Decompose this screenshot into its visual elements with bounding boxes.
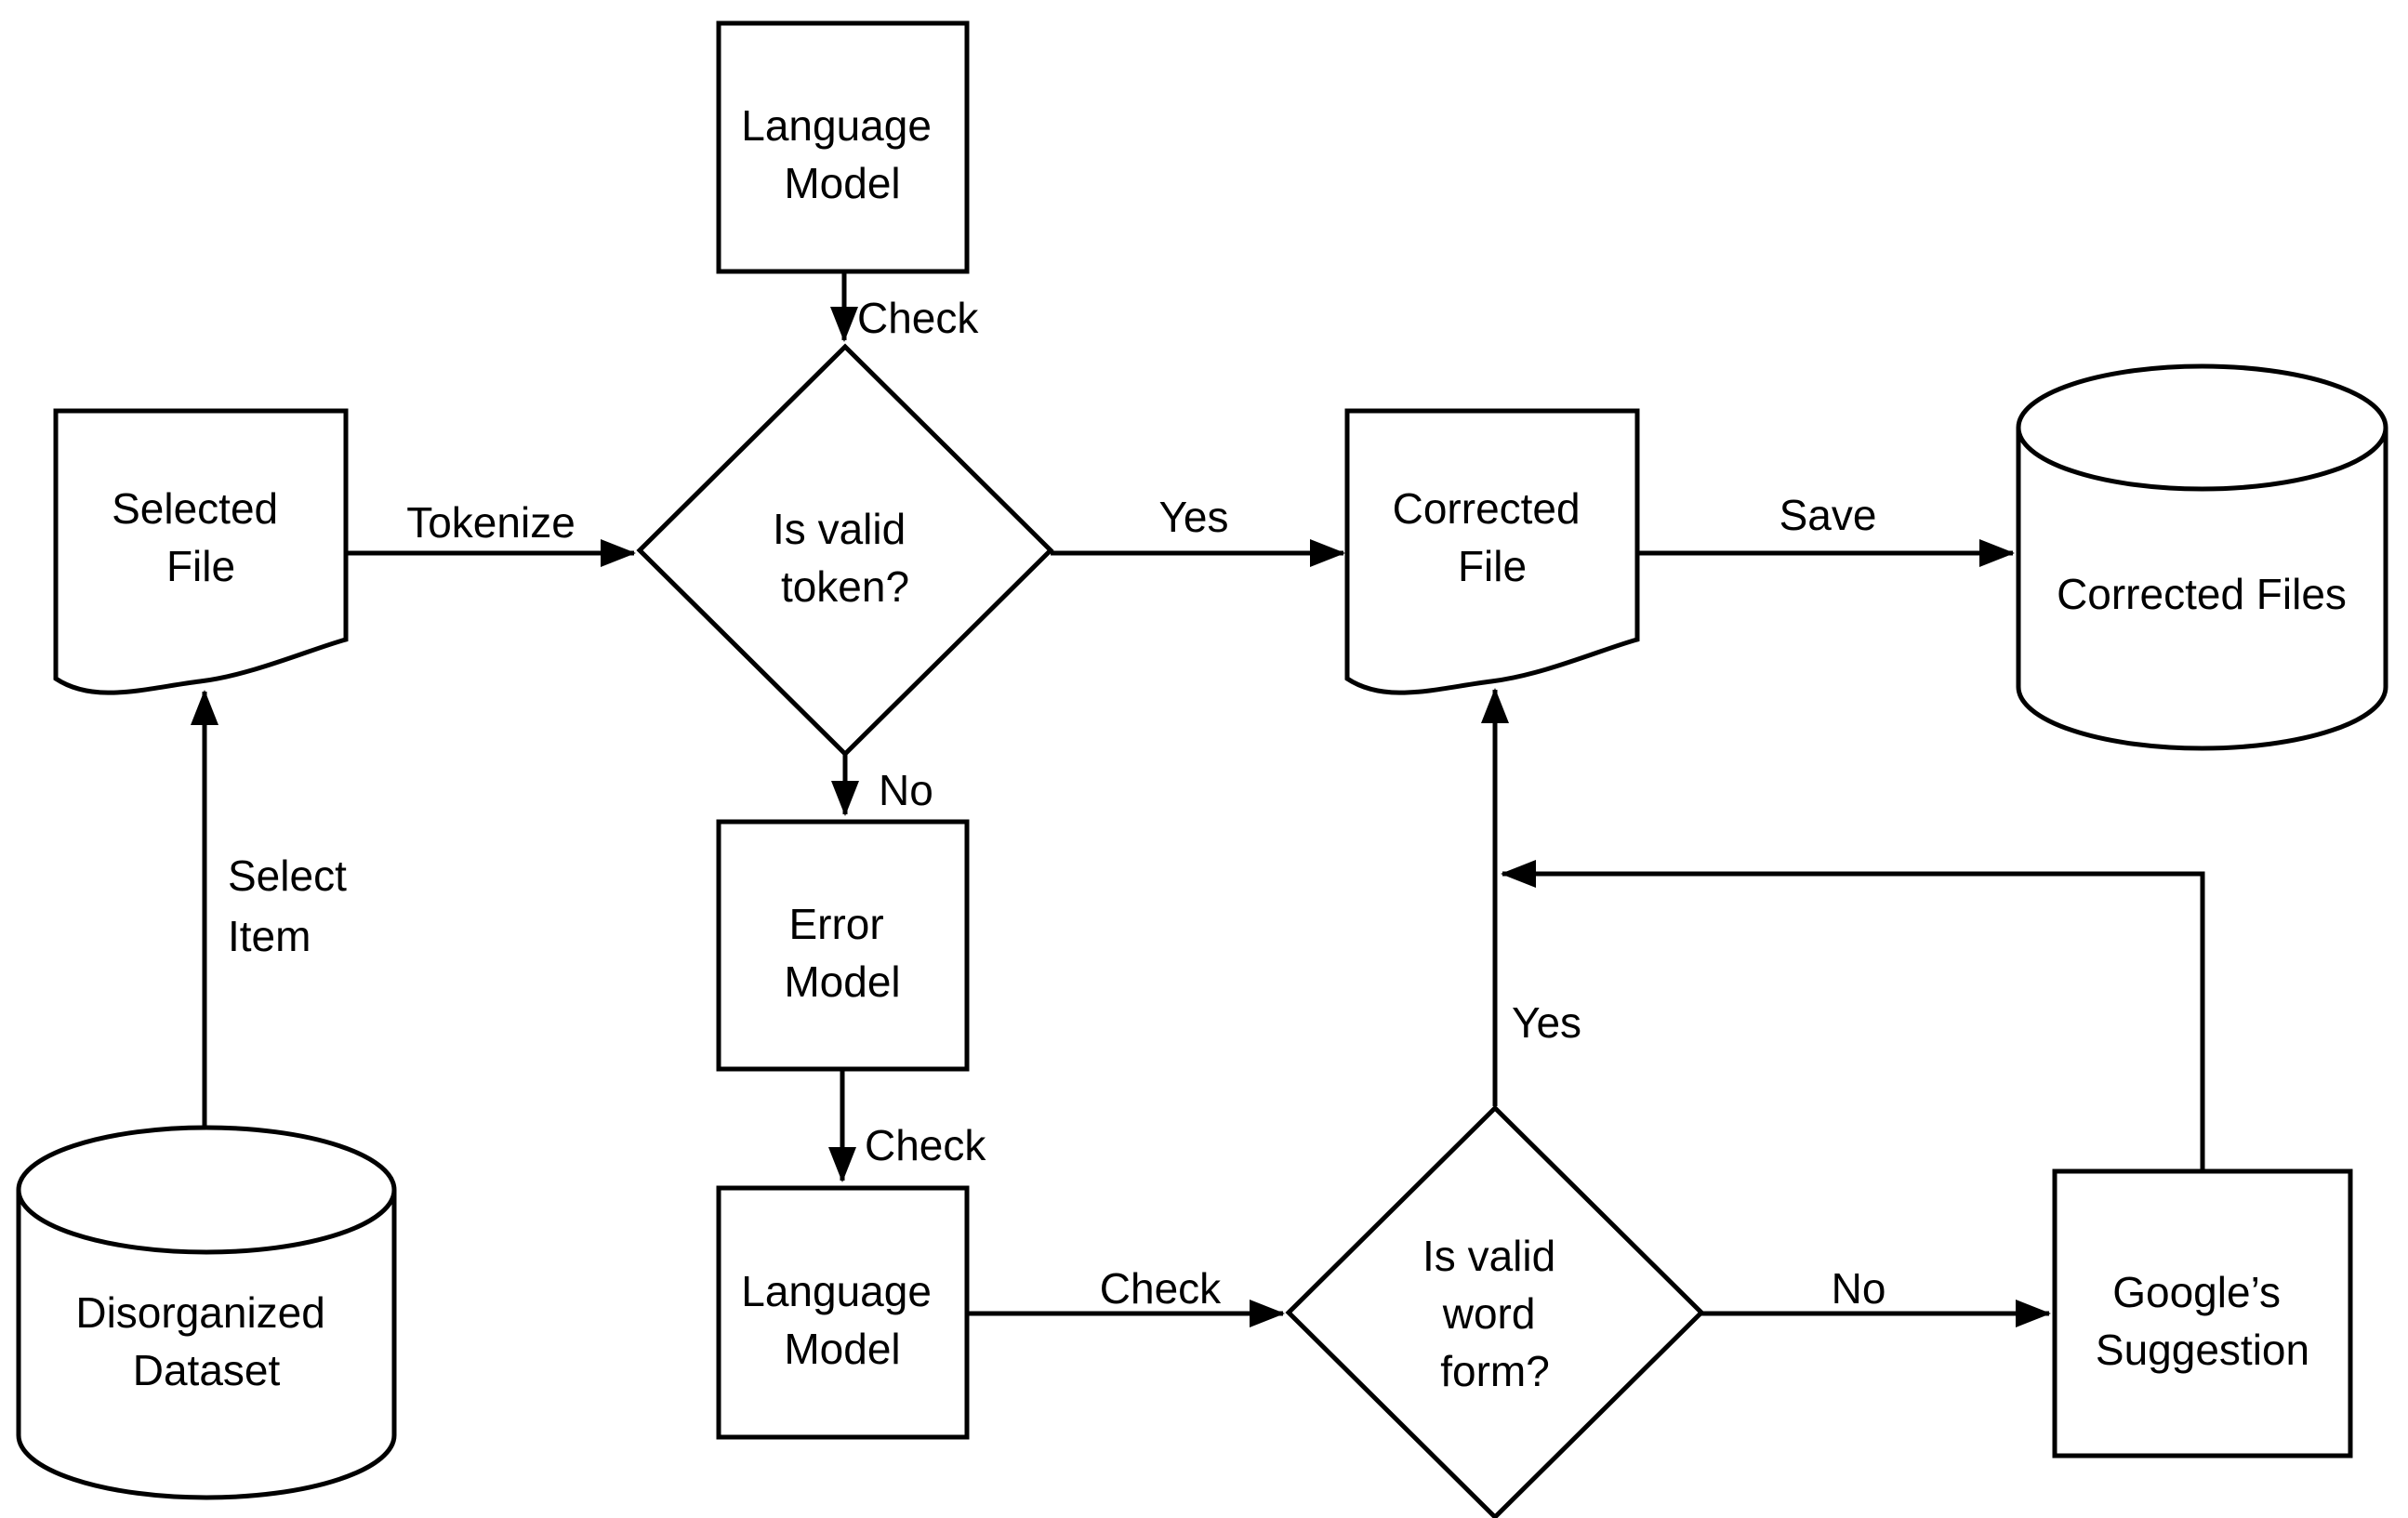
node-disorganized-dataset-label: Disorganized Dataset bbox=[75, 1288, 337, 1394]
document-shape bbox=[53, 408, 349, 695]
edge-label-check-error-model: Check bbox=[865, 1121, 986, 1169]
edge-label-no-word-form: No bbox=[1832, 1264, 1886, 1313]
decision-diamond-shape bbox=[1285, 1104, 1705, 1518]
node-error-model-label: Error Model bbox=[784, 900, 900, 1006]
edge-label-tokenize: Tokenize bbox=[406, 498, 576, 547]
document-shape bbox=[1344, 408, 1640, 695]
edge-label-save: Save bbox=[1780, 491, 1877, 539]
database-cylinder-body bbox=[2016, 428, 2388, 751]
edge-label-yes-token: Yes bbox=[1158, 493, 1228, 541]
edge-label-check-word-form: Check bbox=[1100, 1264, 1222, 1313]
database-cylinder-body bbox=[16, 1190, 397, 1500]
node-googles-suggestion: Google’s Suggestion bbox=[2052, 1168, 2353, 1459]
node-is-valid-token-label: Is valid token? bbox=[773, 505, 918, 611]
edge-label-select-item-line2: Item bbox=[228, 912, 311, 960]
node-language-model-top: Language Model bbox=[716, 20, 970, 274]
node-selected-file-label: Selected File bbox=[112, 484, 290, 590]
edge-label-no-token: No bbox=[879, 766, 933, 814]
node-language-model-top-label: Language Model bbox=[741, 101, 943, 207]
database-cylinder-top bbox=[2016, 363, 2388, 492]
node-selected-file: Selected File bbox=[53, 408, 349, 695]
edge-label-check-top: Check bbox=[857, 294, 979, 342]
edge-label-yes-word-form: Yes bbox=[1512, 998, 1581, 1047]
node-corrected-file: Corrected File bbox=[1344, 408, 1640, 695]
node-corrected-file-label: Corrected File bbox=[1393, 484, 1593, 590]
edge-google-feedback-arrow bbox=[1501, 860, 2205, 1169]
node-is-valid-word-form-label: Is valid word form? bbox=[1422, 1232, 1568, 1395]
node-disorganized-dataset-database: Disorganized Dataset bbox=[16, 1125, 397, 1500]
node-corrected-files-label: Corrected Files bbox=[2057, 570, 2347, 618]
edge-labels-layer: Check Tokenize Yes Save No Check Check N… bbox=[228, 294, 1885, 1313]
node-googles-suggestion-label: Google’s Suggestion bbox=[2096, 1268, 2309, 1374]
process-box-shape bbox=[716, 819, 970, 1072]
process-box-shape bbox=[716, 20, 970, 274]
node-language-model-bottom-label: Language Model bbox=[741, 1267, 943, 1373]
process-box-shape bbox=[2052, 1168, 2353, 1459]
node-corrected-files-database: Corrected Files bbox=[2016, 363, 2388, 751]
edge-label-select-item-line1: Select bbox=[228, 851, 347, 900]
decision-diamond-shape bbox=[636, 343, 1054, 758]
node-language-model-bottom: Language Model bbox=[716, 1185, 970, 1440]
edge-label-select-item: Select Item bbox=[228, 851, 359, 960]
node-is-valid-token: Is valid token? bbox=[636, 343, 1054, 758]
node-is-valid-word-form: Is valid word form? bbox=[1285, 1104, 1705, 1518]
database-cylinder-top bbox=[16, 1125, 397, 1255]
node-error-model: Error Model bbox=[716, 819, 970, 1072]
edges-layer bbox=[191, 271, 2205, 1327]
process-box-shape bbox=[716, 1185, 970, 1440]
